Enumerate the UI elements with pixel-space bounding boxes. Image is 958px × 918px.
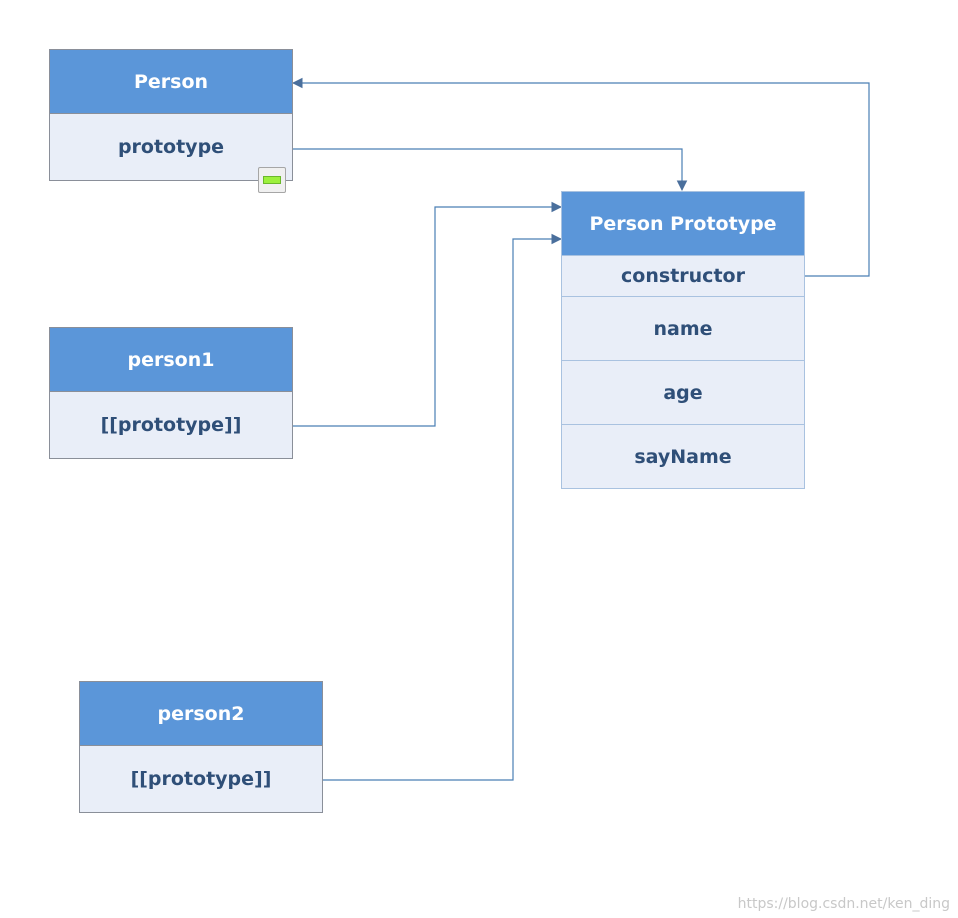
- proto-field-sayname[interactable]: sayName: [561, 424, 805, 489]
- proto-header[interactable]: Person Prototype: [561, 191, 805, 256]
- proto-field-name[interactable]: name: [561, 296, 805, 361]
- connector-person1-to-proto: [293, 201, 563, 427]
- connector-person2-to-proto: [323, 233, 563, 781]
- collapse-indicator-icon: [263, 176, 281, 184]
- connector-constructor-to-person: [291, 77, 870, 277]
- person-prototype-field[interactable]: prototype: [49, 113, 293, 181]
- watermark: https://blog.csdn.net/ken_ding: [737, 896, 950, 912]
- proto-field-constructor[interactable]: constructor: [561, 255, 805, 297]
- collapse-toggle[interactable]: [258, 167, 286, 193]
- person1-prototype-field[interactable]: [[prototype]]: [49, 391, 293, 459]
- person2-header[interactable]: person2: [79, 681, 323, 746]
- person2-prototype-field[interactable]: [[prototype]]: [79, 745, 323, 813]
- connector-prototype-to-proto: [293, 148, 688, 192]
- proto-field-age[interactable]: age: [561, 360, 805, 425]
- person-header[interactable]: Person: [49, 49, 293, 114]
- person1-header[interactable]: person1: [49, 327, 293, 392]
